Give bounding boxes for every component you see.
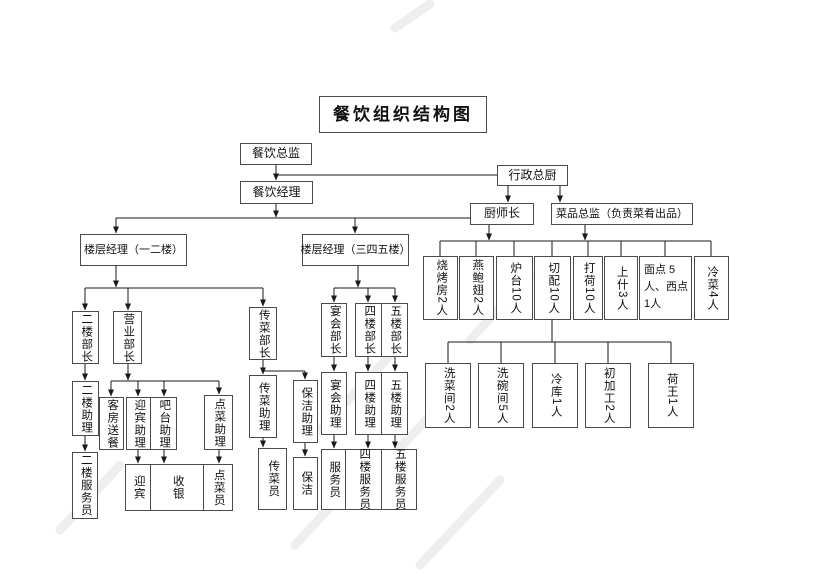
node-assistant-order: 点菜助理 xyxy=(204,395,233,450)
node-assistant-banquet: 宴会助理 xyxy=(321,372,347,435)
node-assistant-2f: 二楼助理 xyxy=(72,381,99,436)
node-cashier: 收银 xyxy=(151,464,204,511)
node-veg-wash-room: 洗菜间2人 xyxy=(425,363,471,428)
node-waiter-4f: 四楼服务员 xyxy=(346,448,382,511)
node-assistant-5f: 五楼助理 xyxy=(382,372,408,435)
node-chief-banquet: 宴会部长 xyxy=(321,303,347,357)
node-stove-station: 炉台10人 xyxy=(496,256,533,320)
node-cleaner: 保洁 xyxy=(293,457,318,510)
node-bbq-room: 烧烤房2人 xyxy=(423,256,458,320)
node-chief-business: 营业部长 xyxy=(113,311,142,364)
node-exec-chef: 行政总厨 xyxy=(497,165,568,186)
node-staff-2f: 二楼服务员 xyxy=(72,452,98,519)
node-chopping-station: 切配10人 xyxy=(534,256,571,320)
node-assistant-cleaning: 保洁助理 xyxy=(293,380,318,443)
node-fb-director: 餐饮总监 xyxy=(240,143,312,165)
node-dahe-station: 打荷10人 xyxy=(573,256,603,320)
node-chief-4f: 四楼部长 xyxy=(355,303,382,357)
node-shangshi-station: 上什3人 xyxy=(604,256,638,320)
node-cold-dish-station: 冷菜4人 xyxy=(694,256,729,320)
node-order-taker: 点菜员 xyxy=(204,464,233,511)
node-head-chef: 厨师长 xyxy=(470,203,534,225)
node-assistant-bar: 吧台助理 xyxy=(151,397,177,450)
chart-title: 餐饮组织结构图 xyxy=(319,96,487,133)
node-chief-food-delivery: 传菜部长 xyxy=(249,307,277,360)
node-dish-wash-room: 洗碗间5人 xyxy=(478,363,524,428)
node-initial-prep: 初加工2人 xyxy=(585,363,631,428)
node-chief-5f: 五楼部长 xyxy=(382,303,408,357)
node-floor-manager-1-2: 楼层经理（一二楼） xyxy=(80,234,187,266)
node-dish-director: 菜品总监（负责菜肴出品） xyxy=(551,203,693,225)
node-waiter-5f: 五楼服务员 xyxy=(382,448,417,511)
node-abalone-station: 燕鲍翅2人 xyxy=(459,256,494,320)
node-assistant-greeter: 迎宾助理 xyxy=(126,397,151,450)
node-waiter: 服务员 xyxy=(321,449,346,510)
node-assistant-food-delivery: 传菜助理 xyxy=(249,375,277,438)
node-food-runner: 传菜员 xyxy=(258,448,287,510)
node-cold-storage: 冷库1人 xyxy=(532,363,578,428)
node-fb-manager: 餐饮经理 xyxy=(240,181,313,204)
node-chief-2f: 二楼部长 xyxy=(72,311,99,364)
node-greeter: 迎宾 xyxy=(125,464,151,511)
node-room-service: 客房送餐 xyxy=(99,397,124,450)
node-assistant-4f: 四楼助理 xyxy=(355,372,382,435)
node-pastry-station: 面点 5人、西点 1人 xyxy=(639,256,692,320)
node-floor-manager-3-4-5: 楼层经理（三四五楼） xyxy=(301,234,411,266)
node-hewang: 荷王1人 xyxy=(648,363,694,428)
